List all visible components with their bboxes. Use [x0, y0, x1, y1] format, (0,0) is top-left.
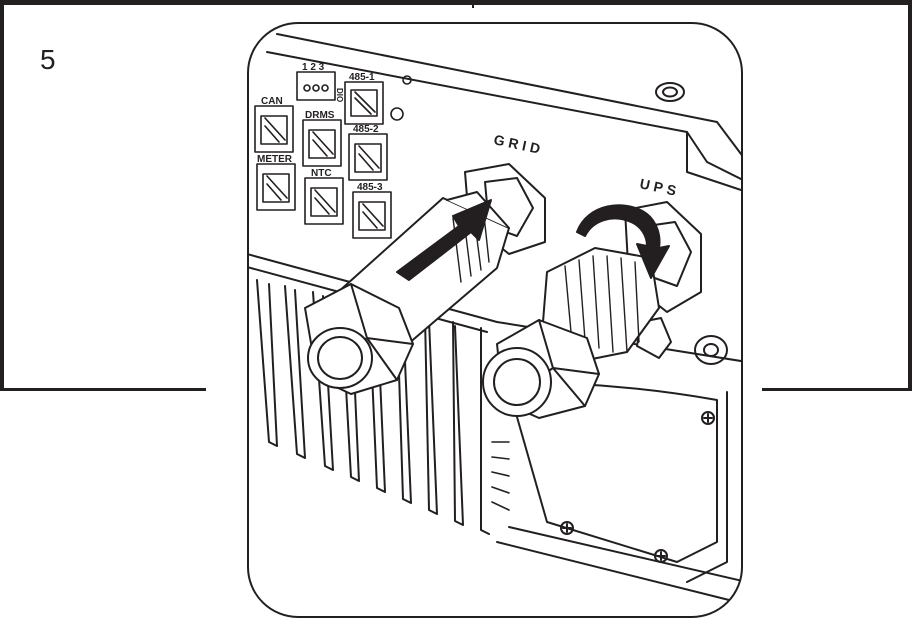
pin-numbers-label: 1 2 3: [302, 62, 325, 73]
step-number: 5: [40, 44, 56, 75]
connector-installation-illustration: 1 2 3 DIO 485-1 CAN DRMS 485-2 METER NTC…: [247, 22, 743, 618]
meter-label: METER: [257, 154, 293, 165]
dio-label: DIO: [335, 88, 344, 102]
communication-ports: [254, 71, 412, 239]
drms-label: DRMS: [305, 110, 335, 121]
table-top-border: [0, 0, 912, 5]
illustration-frame: [247, 22, 743, 618]
table-column-divider-top: [472, 0, 474, 8]
screw-icon: [655, 82, 685, 102]
ups-connector: [482, 247, 660, 419]
can-label: CAN: [261, 96, 283, 107]
grid-label: GRID: [492, 131, 545, 157]
rs485-1-label: 485-1: [349, 72, 375, 83]
rs485-3-label: 485-3: [357, 182, 383, 193]
ntc-label: NTC: [311, 168, 332, 179]
push-arrow-icon: [396, 199, 492, 281]
side-cover-plate: [491, 381, 742, 603]
table-bottom-border-left: [0, 388, 206, 391]
ups-label: UPS: [638, 175, 681, 199]
rotate-arrow-icon: [576, 204, 670, 279]
rs485-2-label: 485-2: [353, 124, 379, 135]
table-bottom-border-right: [762, 388, 912, 391]
table-right-border: [908, 0, 912, 391]
table-left-border: [0, 0, 4, 391]
round-port: [694, 335, 728, 365]
